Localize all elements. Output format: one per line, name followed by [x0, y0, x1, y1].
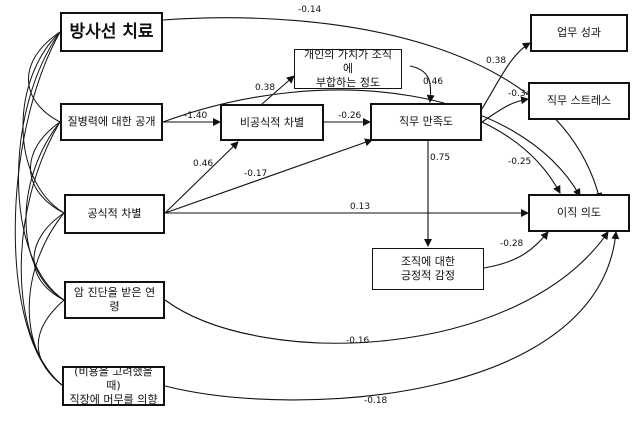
node-radiation: 방사선 치료: [60, 12, 163, 52]
path-formal-informal: [164, 141, 239, 214]
node-informal-discrimination: 비공식적 차별: [220, 104, 324, 141]
path-radiation-turnover: [162, 17, 603, 201]
path-informal-fit: [261, 75, 295, 105]
path-stay-turnover: [164, 231, 620, 401]
path-coefficients: -0.14 -1.40 0.38 -0.26 0.46 0.46 -0.17 0…: [184, 5, 532, 406]
coef-formal-informal: 0.46: [193, 159, 213, 169]
exogenous-correlation-arcs: [14, 31, 65, 386]
coef-satisfaction-performance: 0.38: [486, 56, 506, 66]
coef-informal-satisfaction: -0.26: [338, 111, 362, 121]
node-job-satisfaction: 직무 만족도: [370, 103, 482, 141]
coef-disclosure-informal: -1.40: [184, 111, 208, 121]
path-fit-satisfaction: [409, 65, 435, 103]
coef-satisfaction-turnover: -0.25: [508, 157, 531, 167]
node-affective-commitment: 조직에 대한 긍정적 감정: [372, 248, 484, 290]
node-formal-discrimination-label: 공식적 차별: [87, 207, 142, 220]
coef-fit-satisfaction: 0.46: [423, 77, 443, 87]
coef-radiation-turnover: -0.14: [298, 5, 322, 15]
node-disclosure: 질병력에 대한 공개: [60, 103, 163, 141]
path-satisfaction-stress: [481, 96, 529, 123]
node-intent-to-stay-label: (비용을 고려했을 때) 직장에 머무를 의향: [69, 365, 158, 406]
path-affect-turnover: [483, 231, 549, 269]
coef-affect-turnover: -0.28: [500, 239, 524, 249]
coef-stay-turnover: -0.18: [364, 396, 388, 406]
path-disclosure-turnover: [162, 89, 581, 197]
coef-informal-fit: 0.38: [255, 83, 275, 93]
path-arrows: [162, 17, 620, 401]
node-age: 암 진단을 받은 연령: [64, 281, 165, 319]
coef-age-turnover: -0.16: [346, 336, 370, 346]
node-value-fit-label: 개인의 가치가 조직에 부합하는 정도: [304, 48, 392, 89]
node-turnover-intention-label: 이직 의도: [557, 206, 601, 219]
coef-satisfaction-stress: -0.34: [508, 89, 532, 99]
path-age-turnover: [164, 231, 609, 344]
node-job-stress-label: 직무 스트레스: [546, 94, 612, 107]
node-affective-commitment-label: 조직에 대한 긍정적 감정: [400, 255, 456, 282]
coef-formal-turnover: 0.13: [350, 202, 370, 212]
node-informal-discrimination-label: 비공식적 차별: [239, 115, 305, 129]
node-job-performance: 업무 성과: [530, 14, 628, 52]
node-job-satisfaction-label: 직무 만족도: [398, 115, 454, 128]
node-disclosure-label: 질병력에 대한 공개: [67, 115, 156, 128]
node-age-label: 암 진단을 받은 연령: [73, 286, 156, 313]
coef-formal-satisfaction: -0.17: [244, 169, 267, 179]
node-job-performance-label: 업무 성과: [557, 26, 601, 39]
path-satisfaction-turnover: [481, 121, 561, 194]
path-satisfaction-performance: [479, 42, 531, 113]
node-value-fit: 개인의 가치가 조직에 부합하는 정도: [294, 48, 402, 89]
path-formal-satisfaction: [164, 138, 373, 214]
node-job-stress: 직무 스트레스: [528, 82, 630, 120]
node-intent-to-stay: (비용을 고려했을 때) 직장에 머무를 의향: [62, 365, 165, 406]
node-radiation-label: 방사선 치료: [69, 22, 154, 42]
coef-satisfaction-affect: 0.75: [430, 153, 450, 163]
node-formal-discrimination: 공식적 차별: [64, 194, 165, 234]
node-turnover-intention: 이직 의도: [528, 194, 630, 232]
